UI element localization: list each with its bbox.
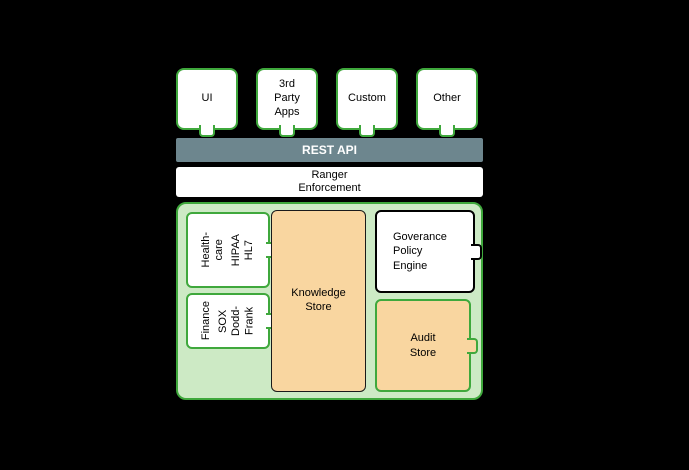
connector-tab-icon [467,337,478,354]
app-box-other: Other [416,68,478,137]
app-box-ui: UI [176,68,238,137]
rest-api-label: REST API [302,143,357,157]
knowledge-store-box: Knowledge Store [271,210,366,392]
audit-store-box: Audit Store [375,299,478,392]
healthcare-industry-label: Health- care [199,232,225,268]
ranger-enforcement-bar: Ranger Enforcement [176,167,483,197]
connector-tab-icon [439,125,455,137]
platform-container: Health- care HIPAA HL7 Finance SOX Dodd-… [176,202,483,400]
app-box-custom: Custom [336,68,398,137]
finance-industry-label: Finance [199,301,212,341]
healthcare-regulations-label: HIPAA HL7 [230,233,256,267]
ranger-enforcement-label: Ranger Enforcement [298,168,361,194]
knowledge-store-label: Knowledge Store [291,287,346,313]
connector-tab-icon [199,125,215,137]
app-label-3rd-party-apps: 3rd Party Apps [274,78,300,118]
app-label-ui: UI [201,92,213,105]
healthcare-box: Health- care HIPAA HL7 [186,212,278,288]
connector-tab-icon [471,243,482,260]
app-box-3rd-party-apps: 3rd Party Apps [256,68,318,137]
governance-policy-engine-box: Goverance Policy Engine [375,210,482,293]
audit-store-label: Audit Store [409,332,437,359]
app-label-custom: Custom [348,92,386,105]
governance-policy-engine-label: Goverance Policy Engine [393,231,447,272]
finance-box: Finance SOX Dodd- Frank [186,293,278,349]
connector-tab-icon [359,125,375,137]
rest-api-bar: REST API [176,138,483,162]
app-label-other: Other [433,92,461,105]
finance-regulations-label: SOX Dodd- Frank [216,306,256,336]
connector-tab-icon [279,125,295,137]
